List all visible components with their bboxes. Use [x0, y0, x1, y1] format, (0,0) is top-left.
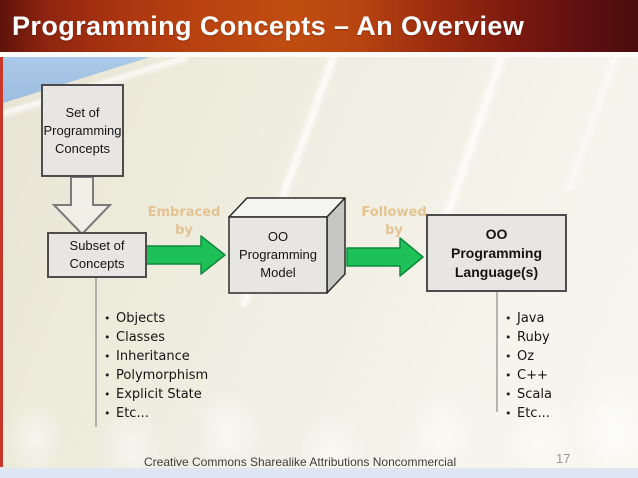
list-item: • C++ — [505, 366, 552, 385]
down-block-arrow — [51, 176, 113, 236]
box-line: Model — [260, 265, 296, 280]
box-line: OO — [485, 225, 508, 242]
list-item-label: Etc... — [517, 406, 550, 421]
box-line: Programming — [238, 247, 318, 262]
left-edge-red-stripe — [0, 57, 3, 467]
list-item: • Etc... — [104, 404, 208, 423]
bullet-icon: • — [104, 388, 111, 401]
box-line: Programming — [43, 122, 122, 138]
list-item-label: Objects — [116, 311, 166, 326]
set-of-concepts-box: Set of Programming Concepts — [41, 84, 124, 177]
box-line: Language(s) — [454, 263, 539, 280]
list-item-label: C++ — [517, 368, 548, 383]
header-divider — [0, 52, 638, 57]
oo-programming-model-box: OO Programming Model — [229, 217, 327, 293]
label-line: Embraced — [147, 205, 221, 220]
list-item-label: Inheritance — [116, 349, 190, 364]
list-item: • Java — [505, 309, 552, 328]
followed-by-label: Followed by — [357, 204, 431, 240]
label-line: by — [385, 223, 403, 238]
bottom-edge-stripe — [0, 468, 638, 478]
list-item: • Classes — [104, 328, 208, 347]
list-item: • Scala — [505, 385, 552, 404]
list-item: • Objects — [104, 309, 208, 328]
list-item: • Explicit State — [104, 385, 208, 404]
box-line: Set of — [65, 104, 100, 120]
box-line: Programming — [450, 244, 542, 261]
bullet-icon: • — [505, 369, 512, 382]
bullet-icon: • — [104, 331, 111, 344]
bullet-icon: • — [104, 350, 111, 363]
box-line: Subset of — [69, 238, 125, 253]
label-line: Followed — [361, 205, 427, 220]
box-line: OO — [267, 229, 289, 244]
concepts-list: • Objects • Classes • Inheritance • Poly… — [104, 309, 208, 423]
bullet-icon: • — [104, 369, 111, 382]
embraced-by-label: Embraced by — [147, 204, 221, 240]
list-item-label: Classes — [116, 330, 165, 345]
list-item: • Ruby — [505, 328, 552, 347]
bullet-icon: • — [104, 407, 111, 420]
list-item-label: Ruby — [517, 330, 550, 345]
slide-title: Programming Concepts – An Overview — [12, 10, 525, 41]
list-item: • Polymorphism — [104, 366, 208, 385]
list-item: • Inheritance — [104, 347, 208, 366]
list-item-label: Explicit State — [116, 387, 202, 402]
cube-top-face — [228, 197, 346, 218]
box-line: Concepts — [55, 140, 110, 156]
green-arrow-embraced — [145, 235, 226, 275]
subset-of-concepts-box: Subset of Concepts — [47, 232, 147, 278]
list-item-label: Scala — [517, 387, 552, 402]
bullet-icon: • — [505, 407, 512, 420]
list-item: • Oz — [505, 347, 552, 366]
background-crowd-silhouettes — [0, 360, 638, 468]
list-item-label: Java — [517, 311, 545, 326]
cube-front-face — [228, 216, 328, 294]
languages-list: • Java • Ruby • Oz • C++ • Scala • Etc..… — [505, 309, 552, 423]
box-line: Concepts — [69, 256, 125, 271]
list-item: • Etc... — [505, 404, 552, 423]
bullet-icon: • — [505, 331, 512, 344]
page-number: 17 — [556, 451, 571, 466]
bullet-icon: • — [505, 312, 512, 325]
bullet-icon: • — [505, 388, 512, 401]
list-item-label: Polymorphism — [116, 368, 209, 383]
bullet-icon: • — [505, 350, 512, 363]
list-item-label: Etc... — [116, 406, 149, 421]
list-item-label: Oz — [517, 349, 535, 364]
footer-license-text: Creative Commons Sharealike Attributions… — [144, 455, 457, 469]
bullet-icon: • — [104, 312, 111, 325]
green-arrow-followed — [346, 237, 424, 277]
title-bar: Programming Concepts – An Overview — [0, 0, 638, 52]
label-line: by — [175, 223, 193, 238]
oo-programming-languages-box: OO Programming Language(s) — [426, 214, 567, 292]
